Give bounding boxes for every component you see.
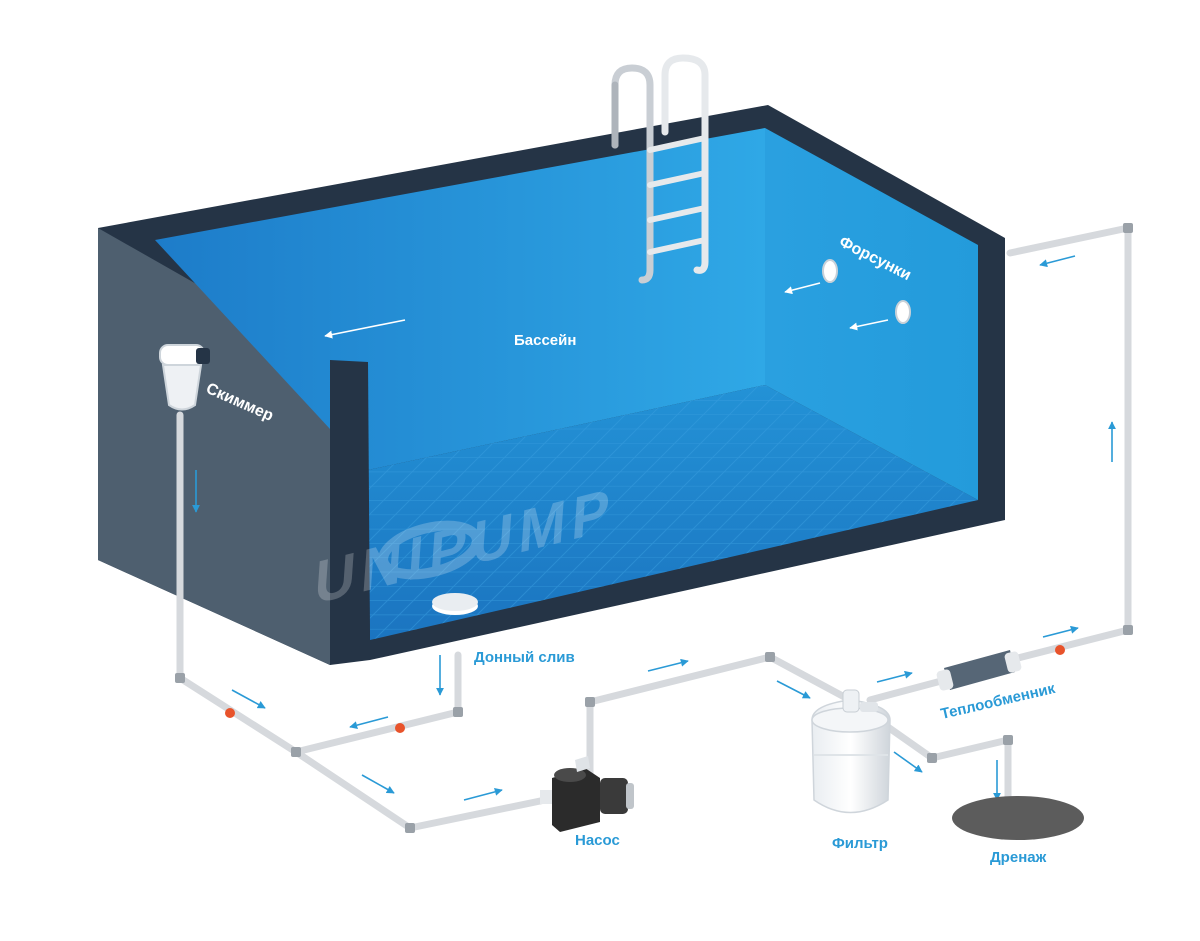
label-filter: Фильтр [832,835,888,852]
pool-basin [98,105,1005,665]
piping [176,224,1132,832]
nozzles [822,259,911,324]
pipe-flow-arrows [192,255,1116,801]
skimmer-icon [159,344,210,411]
pump-icon [540,756,634,832]
nozzle-icon [895,300,911,324]
nozzle-icon [822,259,838,283]
filter-icon [811,689,891,814]
pool-back-wall [155,128,765,470]
valves [225,645,1065,733]
drainage-pit-icon [952,796,1084,840]
drain-grate-icon [432,593,478,615]
label-pool: Бассейн [514,332,576,349]
valve-icon [395,723,405,733]
label-drainage: Дренаж [990,849,1047,866]
valve-icon [225,708,235,718]
label-bottom-drain: Донный слив [474,649,575,666]
pipe-joints [175,223,1133,833]
valve-icon [1055,645,1065,655]
label-pump: Насос [575,832,620,849]
pool-right-wall [765,128,978,500]
pool-flow-arrows [324,282,889,339]
heat-exchanger-icon [936,650,1022,691]
pool-floor-tiles [368,385,978,640]
ladder-icon [611,54,709,284]
